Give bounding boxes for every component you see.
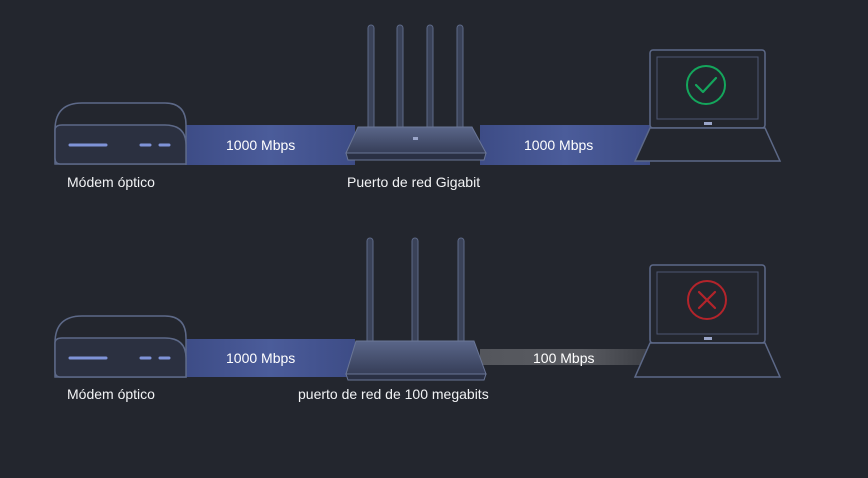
router-label: Puerto de red Gigabit [347,174,481,190]
modem-label: Módem óptico [67,174,155,190]
speed-label-right: 1000 Mbps [524,137,594,153]
laptop-icon [633,264,782,378]
link-band-right [480,349,648,365]
fast-ethernet-scenario: Módem óptico 1000 Mbps puerto de red de … [0,213,868,452]
speed-label-right: 100 Mbps [533,350,595,366]
link-band-right [480,125,650,165]
modem-icon [54,102,187,165]
gigabit-diagram-art [54,24,782,165]
router-icon [345,237,487,381]
speed-label-left: 1000 Mbps [226,350,296,366]
gigabit-scenario: Módem óptico 1000 Mbps Puerto de red Gig… [54,24,782,190]
modem-icon [54,315,187,378]
check-icon [686,65,726,105]
modem-label: Módem óptico [67,386,155,402]
x-icon [687,280,727,320]
link-band-left [185,125,355,165]
router-icon [345,24,487,161]
speed-label-left: 1000 Mbps [226,137,296,153]
link-band-left [185,339,355,377]
router-label: puerto de red de 100 megabits [298,386,489,402]
fast-ethernet-diagram-art [54,237,782,381]
